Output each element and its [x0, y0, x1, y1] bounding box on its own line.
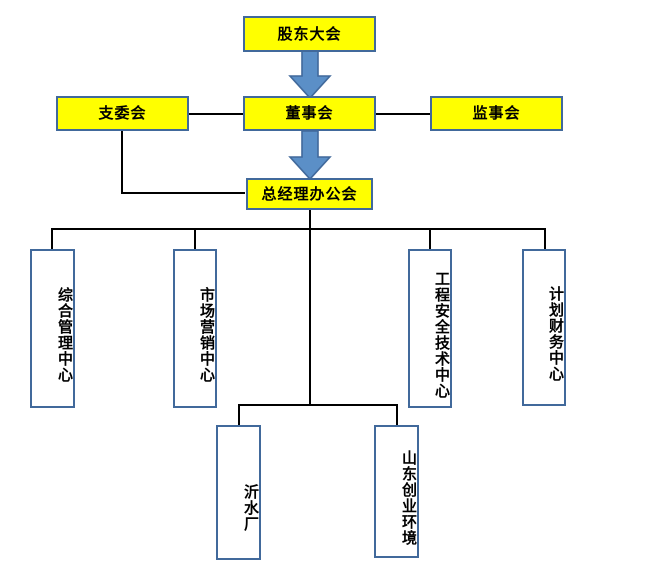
node-board-supervisors[interactable]: 监事会 [430, 96, 563, 131]
node-party-committee-label: 支委会 [98, 104, 147, 123]
node-center-marketing[interactable]: 市场营销中心 [173, 249, 217, 408]
node-gm-office[interactable]: 总经理办公会 [246, 178, 373, 210]
connector-center-spine [309, 228, 311, 406]
node-party-committee[interactable]: 支委会 [56, 96, 189, 131]
node-gm-office-label: 总经理办公会 [261, 184, 358, 203]
connector-drop-center-admin [51, 228, 53, 250]
node-center-finance-label: 计划财务中心 [547, 285, 565, 382]
node-center-engineering-label: 工程安全技术中心 [433, 270, 451, 399]
connector-board-to-supervisors [376, 113, 432, 115]
connector-party-to-gm [121, 192, 245, 194]
arrow-board-to-gm-office [285, 131, 335, 181]
node-center-admin[interactable]: 综合管理中心 [30, 249, 75, 408]
node-board-supervisors-label: 监事会 [472, 104, 521, 123]
node-center-marketing-label: 市场营销中心 [198, 286, 216, 383]
arrow-shareholders-to-board [285, 50, 335, 100]
node-shareholders[interactable]: 股东大会 [243, 16, 376, 52]
node-board-directors[interactable]: 董事会 [243, 96, 376, 131]
node-company-shandong[interactable]: 山东创业环境 [374, 425, 419, 558]
connector-gm-drop [309, 210, 311, 230]
node-center-admin-label: 综合管理中心 [56, 286, 74, 383]
node-center-finance[interactable]: 计划财务中心 [522, 249, 566, 406]
connector-drop-center-marketing [194, 228, 196, 250]
node-plant-yishui[interactable]: 沂水厂 [216, 425, 261, 560]
node-board-directors-label: 董事会 [285, 104, 334, 123]
connector-subsidiaries-bus [238, 404, 398, 406]
connector-drop-plant-yishui [238, 404, 240, 426]
connector-drop-center-finance [544, 228, 546, 250]
node-center-engineering[interactable]: 工程安全技术中心 [408, 249, 452, 408]
node-shareholders-label: 股东大会 [277, 24, 342, 43]
connector-party-to-board [188, 113, 244, 115]
node-plant-yishui-label: 沂水厂 [242, 483, 260, 532]
connector-drop-company-shandong [396, 404, 398, 426]
connector-centers-bus [51, 228, 546, 230]
connector-drop-center-engineering [429, 228, 431, 250]
connector-party-drop [121, 131, 123, 193]
node-company-shandong-label: 山东创业环境 [400, 449, 418, 546]
